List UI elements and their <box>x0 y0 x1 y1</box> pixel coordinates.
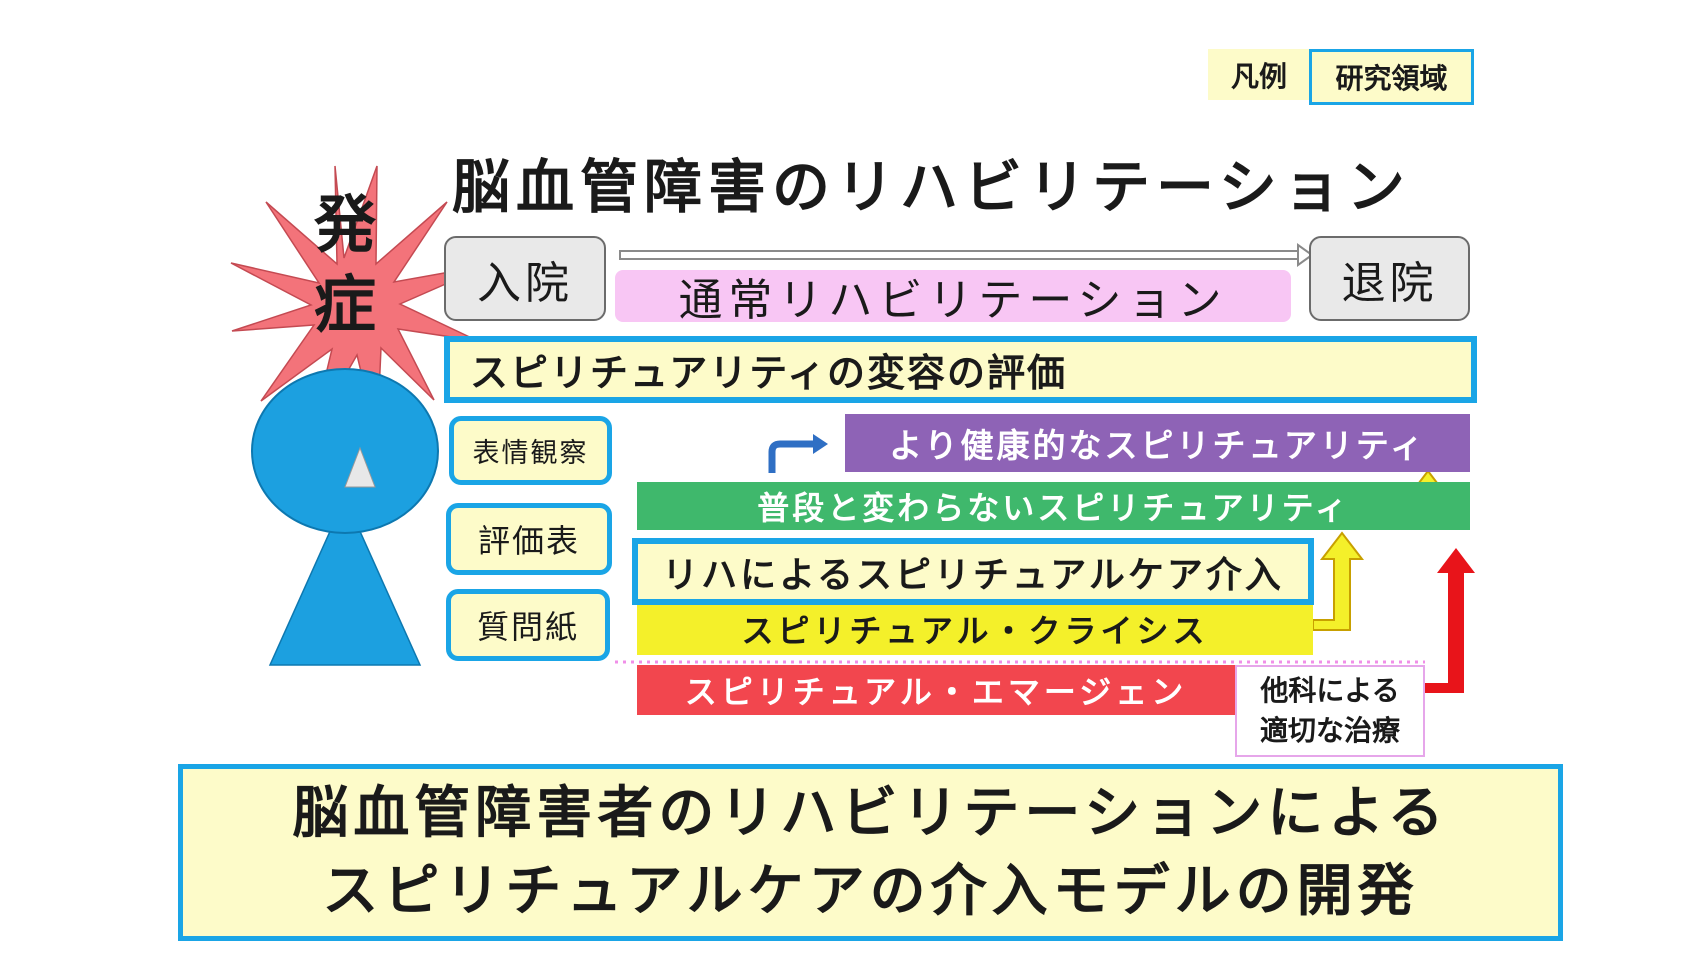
method-facial-observation: 表情観察 <box>449 416 612 485</box>
other-department-treatment-box: 他科による 適切な治療 <box>1235 665 1425 757</box>
level-usual-spirituality: 普段と変わらないスピリチュアリティ <box>637 482 1470 530</box>
person-face-triangle <box>344 446 376 488</box>
onset-char-2: 症 <box>313 268 376 341</box>
onset-starburst <box>230 165 490 439</box>
timeline-arrow-shaft <box>619 250 1301 260</box>
level-spiritual-emergency: スピリチュアル・エマージェン <box>637 665 1235 715</box>
banner-line-1: 脳血管障害者のリハビリテーションによる <box>292 780 1449 846</box>
red-bent-arrow <box>1425 548 1475 693</box>
person-body <box>268 496 422 666</box>
method-questionnaire: 質問紙 <box>446 589 610 661</box>
treatment-line-1: 他科による <box>1260 674 1400 707</box>
rehab-spiritual-care-intervention: リハによるスピリチュアルケア介入 <box>632 538 1314 605</box>
onset-char-1: 発 <box>313 188 376 261</box>
discharge-box: 退院 <box>1309 236 1470 321</box>
banner-line-2: スピリチュアルケアの介入モデルの開発 <box>322 858 1419 924</box>
evaluation-box: スピリチュアリティの変容の評価 <box>444 336 1477 403</box>
timeline-arrow-head <box>1297 243 1314 267</box>
legend-research-area: 研究領域 <box>1309 49 1474 105</box>
blue-bent-arrow <box>768 440 815 473</box>
person-head <box>251 368 439 534</box>
level-spiritual-crisis: スピリチュアル・クライシス <box>637 603 1313 655</box>
development-banner: 脳血管障害者のリハビリテーションによる スピリチュアルケアの介入モデルの開発 <box>178 764 1563 941</box>
onset-label: 発 症 <box>300 185 390 345</box>
treatment-line-2: 適切な治療 <box>1259 714 1400 747</box>
blue-bent-arrow-head <box>813 434 828 454</box>
yellow-bent-arrow <box>1312 531 1365 631</box>
admission-box: 入院 <box>444 236 606 321</box>
level-healthier-spirituality: より健康的なスピリチュアリティ <box>845 414 1470 472</box>
legend-label: 凡例 <box>1208 49 1310 100</box>
standard-rehab-bar: 通常リハビリテーション <box>615 270 1291 326</box>
method-rating-scale: 評価表 <box>446 503 612 575</box>
diagram-title: 脳血管障害のリハビリテーション <box>452 153 1411 221</box>
